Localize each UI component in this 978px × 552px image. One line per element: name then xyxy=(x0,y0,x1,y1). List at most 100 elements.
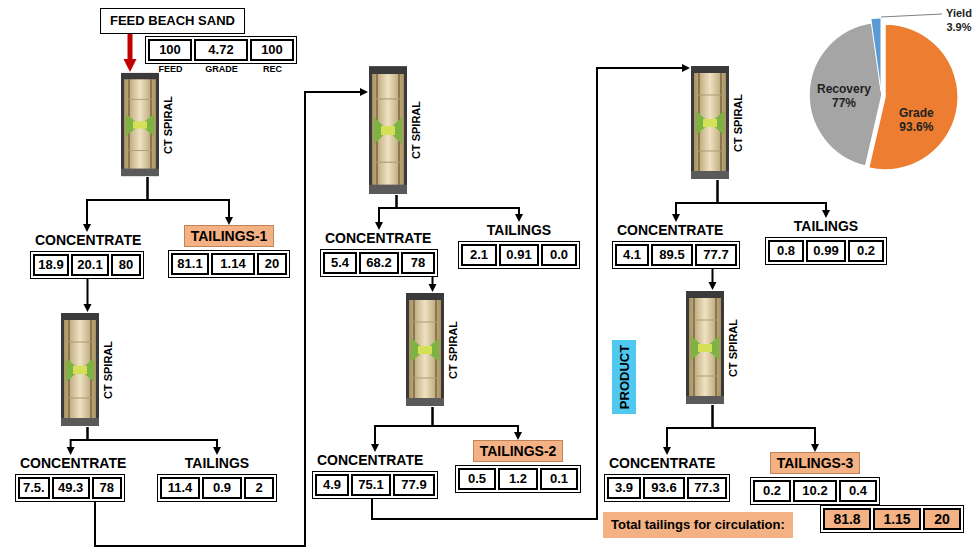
connector xyxy=(713,405,820,452)
data-value: 0.8 xyxy=(768,240,804,262)
connector xyxy=(83,177,148,232)
arrow-head xyxy=(682,64,690,72)
pie-slice xyxy=(871,18,881,91)
data-value: 81.1 xyxy=(171,253,209,275)
connector-line xyxy=(432,277,434,285)
stream-data-box: TAILINGS-20.51.20.1 xyxy=(455,440,581,493)
stream-heading: TAILINGS xyxy=(185,455,249,471)
connector-line xyxy=(397,195,520,215)
unit-label: CT SPIRAL xyxy=(447,320,460,378)
spiral-picture xyxy=(685,290,725,405)
spiral-picture xyxy=(61,313,99,426)
chart-label: Grade 93.6% xyxy=(899,106,934,134)
data-value: 93.6 xyxy=(643,477,685,499)
feed-data-table: 1004.72100FEEDGRADEREC xyxy=(145,36,298,74)
connector-line xyxy=(148,177,230,218)
spiral-unit: CT SPIRAL xyxy=(368,65,425,195)
data-value: 7.5. xyxy=(18,477,50,499)
arrow-head xyxy=(67,447,75,455)
data-value: 89.5 xyxy=(651,244,693,266)
connector-line xyxy=(128,34,133,60)
column-label: FEED xyxy=(149,64,193,74)
stream-data-box: TAILINGS11.40.92 xyxy=(157,455,277,502)
spiral-unit: CT SPIRAL xyxy=(690,65,745,180)
product-tag: PRODUCT xyxy=(612,340,636,414)
stream-data-box: TAILINGS-181.11.1420 xyxy=(168,225,290,278)
label-box: Total tailings for circulation: xyxy=(603,512,793,538)
connector xyxy=(88,427,222,455)
arrow-head xyxy=(84,304,92,312)
chart-label: Recovery 77% xyxy=(817,82,871,110)
column-label: REC xyxy=(251,64,295,74)
connector-line xyxy=(718,180,827,211)
data-value: 10.2 xyxy=(793,480,837,502)
data-value: 18.9 xyxy=(33,254,69,276)
data-value: 0.0 xyxy=(541,244,577,266)
connector xyxy=(148,177,234,225)
arrow-head xyxy=(515,214,523,222)
data-value: 0.91 xyxy=(499,244,539,266)
stream-data-box: CONCENTRATE 4.975.177.9 xyxy=(312,452,438,499)
data-value: 1.15 xyxy=(873,508,921,530)
data-value: 0.4 xyxy=(839,480,877,502)
connector-line xyxy=(71,427,88,448)
data-value: 75.1 xyxy=(351,474,391,496)
data-row: 5.468.278 xyxy=(320,249,438,277)
data-value: 49.3 xyxy=(52,477,90,499)
data-value: 20 xyxy=(257,253,287,275)
connector-line xyxy=(676,180,718,215)
product-label: PRODUCT xyxy=(617,345,632,409)
column-label: GRADE xyxy=(195,64,249,74)
stream-heading: CONCENTRATE xyxy=(317,452,423,468)
unit-label: CT SPIRAL xyxy=(732,93,745,151)
data-row: 18.920.180 xyxy=(30,251,144,279)
stream-heading: CONCENTRATE xyxy=(325,230,431,246)
connector-line xyxy=(372,68,683,519)
data-value: 0.1 xyxy=(540,468,578,490)
data-value: 2.1 xyxy=(461,244,497,266)
spiral-picture xyxy=(405,292,445,407)
connector-line xyxy=(87,279,89,305)
arrow-head xyxy=(213,447,221,455)
data-value: 100 xyxy=(250,39,294,61)
stream-heading: TAILINGS xyxy=(487,222,551,238)
data-value: 11.4 xyxy=(160,477,200,499)
connector-line xyxy=(712,269,714,283)
data-value: 0.2 xyxy=(848,240,884,262)
stream-heading: CONCENTRATE xyxy=(20,455,126,471)
data-value: 0.99 xyxy=(806,240,846,262)
data-value: 100 xyxy=(148,39,192,61)
node-label: FEED BEACH SAND xyxy=(110,13,235,29)
connector xyxy=(718,180,831,218)
unit-label: CT SPIRAL xyxy=(102,340,115,398)
column-label-row: FEEDGRADEREC xyxy=(145,64,298,74)
data-value: 78 xyxy=(401,252,435,274)
stream-heading: TAILINGS-3 xyxy=(770,452,861,474)
arrow-head xyxy=(83,224,91,232)
spiral-unit: CT SPIRAL xyxy=(60,312,115,427)
data-value: 80 xyxy=(111,254,141,276)
stream-data-box: CONCENTRATE7.5.49.378 xyxy=(15,455,126,502)
data-value: 68.2 xyxy=(359,252,399,274)
data-row: 4.975.177.9 xyxy=(312,471,438,499)
data-value: 0.9 xyxy=(202,477,242,499)
spiral-picture xyxy=(686,291,724,404)
arrow-head xyxy=(822,210,830,218)
arrow-head xyxy=(709,282,717,290)
spiral-picture xyxy=(690,65,730,180)
leader-line xyxy=(881,14,942,17)
data-row: 1004.72100 xyxy=(145,36,297,64)
data-row: 0.51.20.1 xyxy=(455,465,581,493)
unit-label: CT SPIRAL xyxy=(410,101,423,159)
connector xyxy=(375,195,397,230)
data-value: 3.9 xyxy=(607,477,641,499)
spiral-picture xyxy=(406,293,444,406)
data-row: 0.210.20.4 xyxy=(750,477,880,505)
arrow-head xyxy=(663,447,671,455)
connector-line xyxy=(379,195,397,223)
data-row: 0.80.990.2 xyxy=(765,237,887,265)
connector xyxy=(433,407,523,440)
connector xyxy=(372,64,690,519)
data-value: 4.1 xyxy=(615,244,649,266)
